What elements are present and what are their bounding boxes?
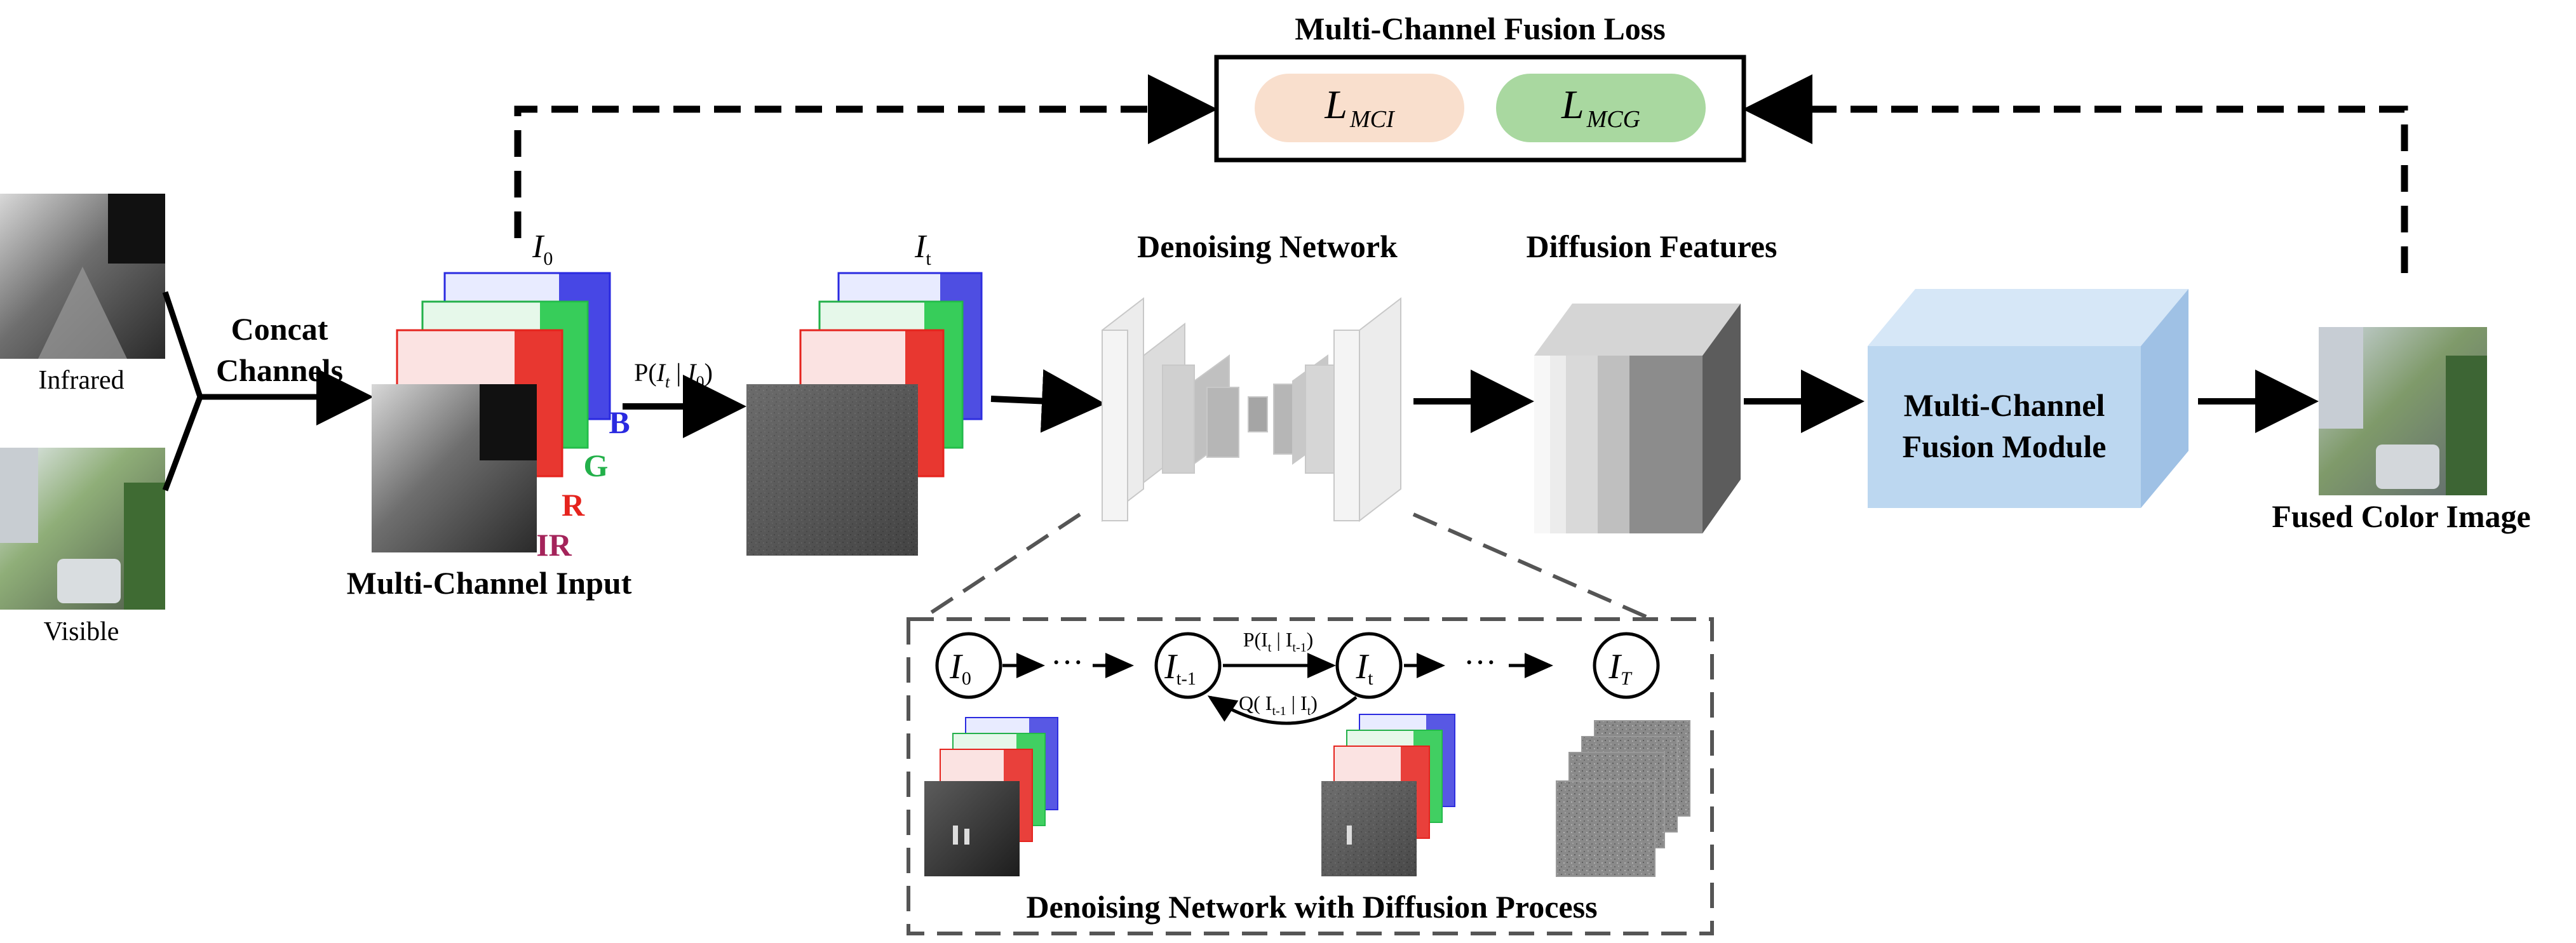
process-stack-pure-noise [1556,720,1690,877]
node-i0-symbol: I [949,647,963,686]
i0-stack-label: I0 [532,229,553,269]
fusion-module-box [1868,289,2188,508]
diffusion-features-title: Diffusion Features [1527,229,1777,264]
forward-label-prefix: P( [634,358,657,387]
it-symbol: I [914,229,927,265]
fused-color-image [2319,327,2487,495]
forward-label-i0: I [687,358,697,387]
diffusion-process-box [907,617,1714,935]
infrared-input-image [0,194,165,359]
process-stack-noisy [1321,714,1455,876]
loss-mcg-pill [1496,74,1706,142]
process-node-it-1: It-1 [1154,632,1222,699]
loss-mci-pill [1255,74,1464,142]
svg-text:IT: IT [1608,647,1633,689]
node-i0-sub: 0 [962,668,971,689]
diffusion-process-title: Denoising Network with Diffusion Process [1026,889,1597,925]
channel-g-label: G [584,448,609,483]
node-iT-sub: T [1621,668,1633,689]
channel-b-label: B [609,405,630,440]
process-node-iT: IT [1593,632,1660,699]
p-label-sub: t [1268,641,1272,655]
noisy-input-stack [746,272,983,556]
process-node-i0: I0 [935,632,1002,699]
diffusion-features-block [1534,304,1741,533]
forward-label-it: I [656,358,666,387]
node-it-1-symbol: I [1164,647,1178,686]
it-sub: t [926,248,931,269]
zoom-line-left [920,512,1081,621]
loss-mcg-subscript: MCG [1586,106,1640,133]
denoising-network-unet [1102,297,1401,523]
multi-channel-input-title: Multi-Channel Input [347,565,632,601]
q-label-end: ) [1311,692,1318,714]
p-label-sub2: t-1 [1292,641,1306,655]
visible-label: Visible [44,617,119,646]
zoom-line-right [1412,512,1653,621]
process-p-label: P(It | It-1) [1243,628,1314,655]
denoising-network-title: Denoising Network [1137,229,1398,264]
channel-ir-label: IR [536,527,572,563]
process-stack-clean [924,717,1058,876]
multi-channel-input-stack [372,272,611,552]
q-label-sub2: t [1307,704,1311,718]
loss-feedback-left-arrow [514,74,1218,238]
i0-symbol: I [532,229,545,265]
svg-text:It: It [1356,647,1374,689]
process-q-arrow [1207,695,1358,725]
p-label-mid: | I [1271,628,1292,651]
forward-noising-label: P(It | I0) [634,358,713,391]
concat-label-line1: Concat [231,311,328,347]
loss-mci-subscript: MCI [1349,106,1396,133]
node-iT-symbol: I [1608,647,1622,686]
forward-label-sep: | [670,358,687,387]
concat-fork-lines [162,291,203,492]
p-label-main: P(I [1243,628,1268,651]
loss-mcg-symbol: L [1561,82,1584,127]
node-it-symbol: I [1356,647,1370,686]
forward-label-suffix: ) [705,358,713,387]
loss-mci-symbol: L [1324,82,1347,127]
to-denoising-arrow [990,369,1105,433]
loss-feedback-right-arrow [1743,74,2408,273]
fused-color-image-title: Fused Color Image [2272,498,2530,534]
i0-sub: 0 [543,248,553,269]
forward-label-it-sub: t [665,373,670,391]
p-label-end: ) [1307,628,1314,651]
channel-r-label: R [562,487,585,523]
svg-text:It-1: It-1 [1164,647,1196,689]
it-stack-label: It [914,229,931,269]
visible-input-image [0,448,165,610]
q-label-main: Q( I [1239,692,1272,714]
process-q-label: Q( It-1 | It) [1239,692,1318,718]
node-it-sub: t [1368,668,1373,689]
svg-text:I0: I0 [949,647,971,689]
forward-label-i0-sub: 0 [696,373,705,391]
process-ellipsis-2: ··· [1464,645,1497,681]
concat-label-line2: Channels [216,352,343,388]
infrared-label: Infrared [38,366,124,395]
q-label-mid: | I [1286,692,1307,714]
fusion-module-line2: Fusion Module [1903,429,2107,464]
fusion-module-line1: Multi-Channel [1904,387,2105,423]
node-it-1-sub: t-1 [1177,669,1196,689]
fusion-loss-title: Multi-Channel Fusion Loss [1295,11,1665,46]
process-ellipsis-1: ··· [1051,645,1084,681]
process-node-it: It [1335,632,1403,699]
q-label-sub: t-1 [1272,704,1286,718]
